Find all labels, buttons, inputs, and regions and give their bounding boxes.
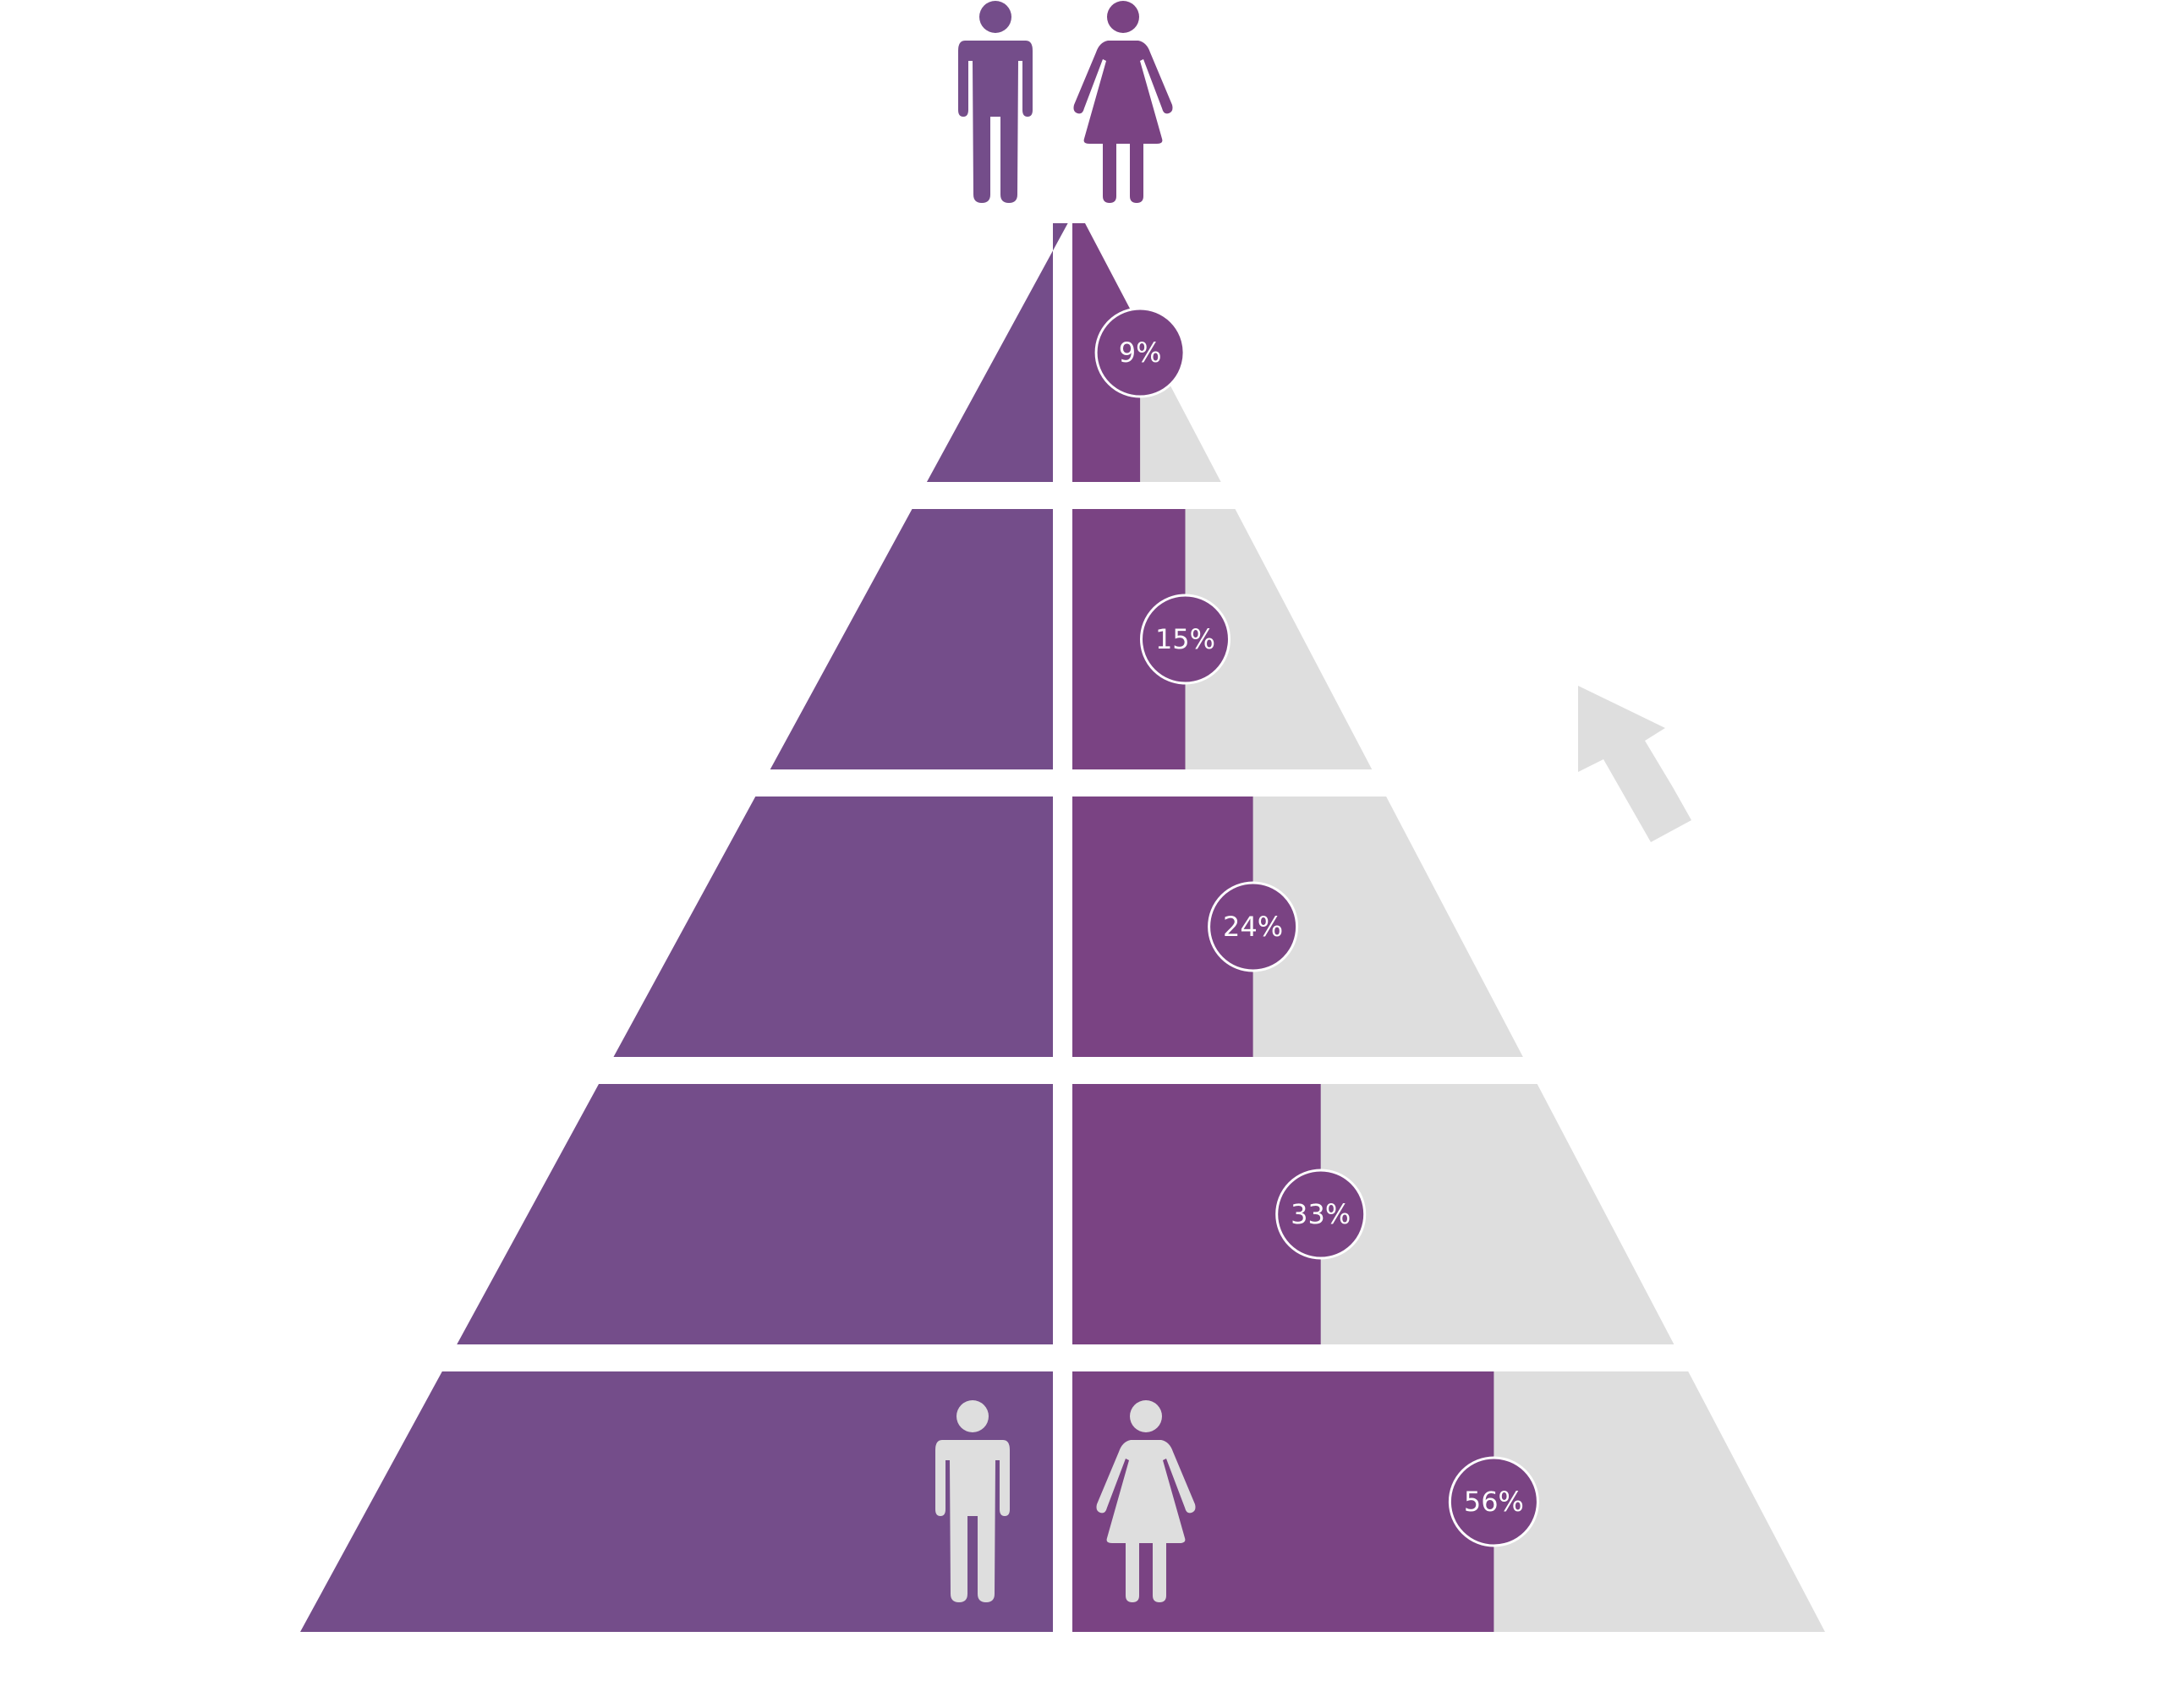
badge-circle (1140, 594, 1230, 685)
woman-icon (1073, 1, 1173, 203)
men-segment (770, 509, 1053, 769)
pyramid-tier: 24% (613, 797, 1523, 1057)
pyramid-tier: 56% (300, 1371, 1825, 1632)
men-segment (926, 223, 1068, 482)
pyramid-tier: 9% (926, 223, 1221, 482)
badge-circle (1208, 881, 1299, 972)
percentage-label: 56% (1464, 1486, 1524, 1518)
badge-circle (1275, 1169, 1367, 1260)
percentage-badge: 9% (1094, 307, 1186, 398)
pyramid: 9% 15% 24% 33% 56% (300, 223, 1825, 1632)
pyramid-tier: 33% (457, 1084, 1674, 1344)
pyramid-tier: 15% (770, 509, 1373, 769)
percentage-badge: 56% (1448, 1456, 1539, 1547)
top-icons (958, 1, 1173, 203)
percentage-label: 9% (1119, 337, 1162, 369)
man-icon (958, 1, 1033, 203)
men-segment (457, 1084, 1053, 1344)
percentage-label: 33% (1291, 1198, 1351, 1230)
percentage-label: 24% (1223, 911, 1283, 943)
percentage-badge: 24% (1208, 881, 1299, 972)
men-segment (613, 797, 1053, 1057)
percentage-badge: 33% (1275, 1169, 1367, 1260)
up-arrow-icon (1578, 686, 1691, 842)
badge-circle (1094, 307, 1186, 398)
percentage-label: 15% (1155, 623, 1215, 655)
percentage-badge: 15% (1140, 594, 1230, 685)
badge-circle (1448, 1456, 1539, 1547)
men-segment (300, 1371, 1053, 1632)
